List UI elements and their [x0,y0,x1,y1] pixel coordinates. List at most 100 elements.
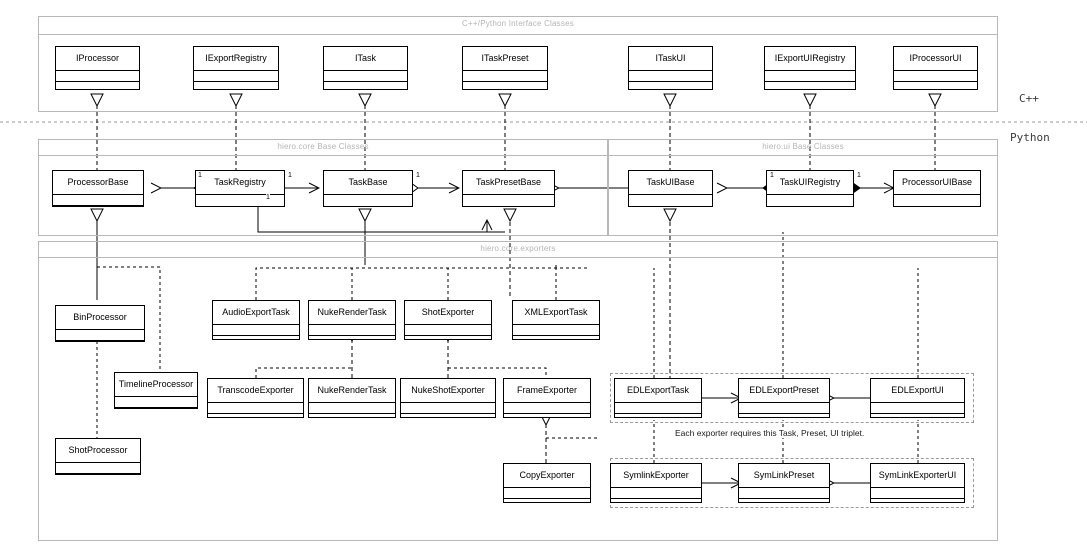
class-processoruibase[interactable]: ProcessorUIBase [893,170,981,207]
class-name: EDLExportPreset [739,379,829,403]
triplet-group-edl [610,373,974,423]
class-attributes [56,463,140,474]
class-attributes [894,71,977,82]
package-label-core-base: hiero.core Base Classes [277,142,369,151]
class-name: TaskRegistry [196,171,284,195]
class-name: TaskUIBase [629,171,712,195]
lane-label-cpp: C++ [1019,92,1039,105]
class-operations [765,82,855,91]
class-name: ProcessorUIBase [894,171,980,195]
class-name: CopyExporter [504,464,590,488]
class-name: EDLExportUI [871,379,964,403]
class-timelineprocessor[interactable]: TimelineProcessor [114,372,198,409]
class-operations [463,82,547,91]
class-edlexportpreset[interactable]: EDLExportPreset [738,378,830,418]
class-transcodeexporter[interactable]: TranscodeExporter [207,378,304,418]
class-attributes [871,403,964,414]
class-taskpresetbase[interactable]: TaskPresetBase [462,170,555,207]
class-iprocessor[interactable]: IProcessor [55,46,140,90]
class-xmlexporttask[interactable]: XMLExportTask [512,300,600,340]
class-attributes [629,71,712,82]
class-itaskui[interactable]: ITaskUI [628,46,713,90]
class-audioexporttask[interactable]: AudioExportTask [212,300,300,340]
class-symlinkpreset[interactable]: SymLinkPreset [738,463,830,503]
class-itaskpreset[interactable]: ITaskPreset [462,46,548,90]
class-iprocessorui[interactable]: IProcessorUI [893,46,978,90]
class-name: TranscodeExporter [208,379,303,403]
multiplicity-taskuiregistry-right: 1 [857,172,861,180]
class-name: SymLinkExporterUI [871,464,964,488]
package-interfaces [38,34,998,112]
class-shotprocessor[interactable]: ShotProcessor [55,438,141,475]
class-name: ITaskUI [629,47,712,71]
lane-label-python: Python [1010,131,1050,144]
class-attributes [767,195,853,206]
class-name: ShotProcessor [56,439,140,463]
class-operations [894,82,977,91]
class-attributes [611,488,701,499]
class-name: EDLExportTask [615,379,701,403]
class-attributes [194,71,278,82]
class-attributes [405,325,491,336]
class-attributes [324,71,407,82]
package-exporters [38,257,998,541]
class-name: TaskBase [324,171,412,195]
class-name: ITask [324,47,407,71]
class-operations [324,82,407,91]
class-name: ShotExporter [405,301,491,325]
class-name: TaskPresetBase [463,171,554,195]
class-frameexporter[interactable]: FrameExporter [503,378,591,418]
class-iexportuiregistry[interactable]: IExportUIRegistry [764,46,856,90]
class-processorbase[interactable]: ProcessorBase [52,170,144,207]
class-iexportregistry[interactable]: IExportRegistry [193,46,279,90]
class-name: ITaskPreset [463,47,547,71]
class-name: IExportUIRegistry [765,47,855,71]
class-taskuiregistry[interactable]: TaskUIRegistry [766,170,854,207]
class-edlexportui[interactable]: EDLExportUI [870,378,965,418]
class-nukerendertask[interactable]: NukeRenderTask [308,300,396,340]
class-attributes [213,325,299,336]
class-attributes [463,195,554,206]
package-label-interfaces: C++/Python Interface Classes [462,19,574,28]
multiplicity-taskregistry-right: 1 [288,172,292,180]
class-copyexporter[interactable]: CopyExporter [503,463,591,503]
class-attributes [208,403,303,414]
package-core-base [38,155,608,236]
class-name: NukeRenderTask [309,379,395,403]
class-attributes [504,403,590,414]
class-shotexporter[interactable]: ShotExporter [404,300,492,340]
class-operations [194,82,278,91]
multiplicity-taskregistry-bottom: 1 [266,194,270,202]
class-attributes [309,325,395,336]
class-edlexporttask[interactable]: EDLExportTask [614,378,702,418]
package-title-ui-base: hiero.ui Base Classes [608,139,998,155]
class-attributes [53,195,143,206]
class-taskregistry[interactable]: TaskRegistry [195,170,285,207]
class-symlinkexporter[interactable]: SymlinkExporter [610,463,702,503]
class-operations [56,82,139,91]
class-symlinkexporterui[interactable]: SymLinkExporterUI [870,463,965,503]
multiplicity-taskbase-right: 1 [416,172,420,180]
class-taskbase[interactable]: TaskBase [323,170,413,207]
package-label-exporters: hiero.core.exporters [480,244,556,253]
class-attributes [56,71,139,82]
class-name: BinProcessor [56,306,144,330]
package-title-core-base: hiero.core Base Classes [38,139,608,155]
multiplicity-taskuiregistry-left: 1 [770,172,774,180]
class-nukerendertask-derived[interactable]: NukeRenderTask [308,378,396,418]
class-name: IProcessor [56,47,139,71]
class-attributes [894,195,980,206]
class-name: ProcessorBase [53,171,143,195]
class-taskuibase[interactable]: TaskUIBase [628,170,713,207]
class-name: FrameExporter [504,379,590,403]
class-binprocessor[interactable]: BinProcessor [55,305,145,342]
class-name: NukeShotExporter [401,379,495,403]
class-nukeshotexporter[interactable]: NukeShotExporter [400,378,496,418]
class-itask[interactable]: ITask [323,46,408,90]
class-name: IExportRegistry [194,47,278,71]
class-attributes [739,403,829,414]
multiplicity-taskregistry-left: 1 [198,172,202,180]
class-name: TimelineProcessor [115,373,197,397]
class-name: TaskUIRegistry [767,171,853,195]
